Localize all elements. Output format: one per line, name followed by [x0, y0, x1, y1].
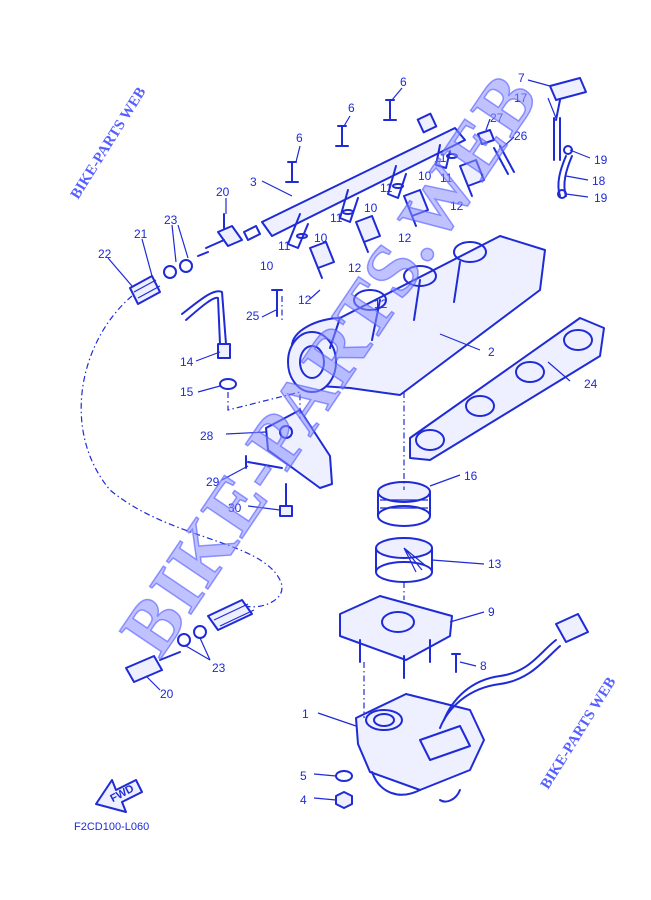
throttle-body: [355, 693, 485, 796]
callout-23b: 23: [212, 661, 226, 675]
hose-22-bottom: [207, 599, 255, 631]
bolt-6-c: [383, 99, 397, 121]
callout-21: 21: [134, 227, 148, 241]
callout-8: 8: [480, 659, 487, 673]
callout-26: 26: [514, 129, 528, 143]
callout-6b: 6: [348, 101, 355, 115]
callout-13: 13: [488, 557, 502, 571]
callout-11a: 11: [278, 239, 291, 253]
callout-9: 9: [488, 605, 495, 619]
watermark-big: BIKE-PARTS.WEB: [104, 58, 554, 669]
callout-11b: 11: [330, 211, 343, 225]
injector-1: [296, 233, 335, 279]
fwd-arrow: FWD: [95, 779, 143, 813]
injector-3: [392, 183, 429, 227]
callout-12d: 12: [450, 199, 464, 213]
callout-5: 5: [300, 769, 307, 783]
callout-10b: 10: [314, 231, 328, 245]
fitting-14: [181, 290, 231, 359]
boot-16: [377, 481, 431, 527]
callout-20b: 20: [160, 687, 174, 701]
washer-15: [219, 378, 237, 390]
bolt-8: [451, 653, 461, 673]
element-13: [375, 537, 433, 583]
callout-23a: 23: [164, 213, 178, 227]
nut-4: [335, 791, 353, 809]
callout-28: 28: [200, 429, 214, 443]
diagram-code: F2CD100-L060: [74, 821, 149, 833]
washer-5: [335, 770, 353, 782]
callout-22: 22: [98, 247, 112, 261]
pressure-regulator-bottom: [125, 651, 181, 683]
clamps-23-top: [163, 259, 193, 279]
fitting-27: [477, 129, 495, 145]
callout-3: 3: [250, 175, 257, 189]
leader-lines: [107, 79, 591, 801]
callout-12a: 12: [298, 293, 312, 307]
callout-11e: 11: [440, 171, 453, 185]
callout-2: 2: [488, 345, 495, 359]
callout-10c: 10: [364, 201, 378, 215]
pressure-regulator-top: [197, 213, 243, 257]
center-line-a: [227, 391, 301, 420]
fuel-line: [80, 295, 283, 608]
callouts: 1 2 3 4 5 6 6 6 7 8 9 10 10 10 10 11 11 …: [98, 71, 608, 807]
wire-harness: [439, 613, 589, 803]
callout-24: 24: [584, 377, 598, 391]
watermark-small-top: BIKE-PARTS WEB: [68, 85, 150, 202]
callout-16: 16: [464, 469, 478, 483]
callout-7: 7: [518, 71, 525, 85]
callout-20a: 20: [216, 185, 230, 199]
bolt-6-b: [335, 125, 349, 147]
callout-25: 25: [246, 309, 260, 323]
injector-4: [446, 153, 485, 197]
callout-6a: 6: [296, 131, 303, 145]
callout-10a: 10: [260, 259, 274, 273]
plate-9: [339, 595, 453, 679]
watermark-group: BIKE-PARTS.WEB BIKE-PARTS WEB BIKE-PARTS…: [68, 58, 620, 793]
callout-12e: 12: [374, 297, 388, 311]
manifold-gasket: [409, 317, 605, 461]
callout-1: 1: [302, 707, 309, 721]
bolt-30: [279, 483, 293, 517]
pipe-26: [493, 145, 515, 175]
callout-11c: 11: [380, 181, 393, 195]
fuel-rail: [243, 112, 466, 249]
injector-2: [342, 209, 381, 253]
bolt-25: [271, 289, 283, 317]
hose-22-top: [129, 275, 161, 305]
callout-27: 27: [490, 111, 504, 125]
callout-10d: 10: [418, 169, 432, 183]
callout-14: 14: [180, 355, 194, 369]
callout-18: 18: [592, 174, 606, 188]
callout-19b: 19: [594, 191, 608, 205]
callout-6c: 6: [400, 75, 407, 89]
sensor-7: [549, 77, 587, 121]
callout-15: 15: [180, 385, 194, 399]
callout-19a: 19: [594, 153, 608, 167]
watermark-small-bottom: BIKE-PARTS WEB: [538, 675, 620, 792]
callout-17: 17: [514, 91, 528, 105]
callout-11d: 11: [434, 151, 447, 165]
bolt-29: [245, 455, 283, 469]
callout-4: 4: [300, 793, 307, 807]
callout-12c: 12: [398, 231, 412, 245]
bolt-6-a: [285, 161, 299, 183]
callout-12b: 12: [348, 261, 362, 275]
callout-29: 29: [206, 475, 220, 489]
hose-17: [553, 117, 561, 161]
intake-manifold: [287, 235, 546, 396]
callout-30: 30: [228, 501, 242, 515]
